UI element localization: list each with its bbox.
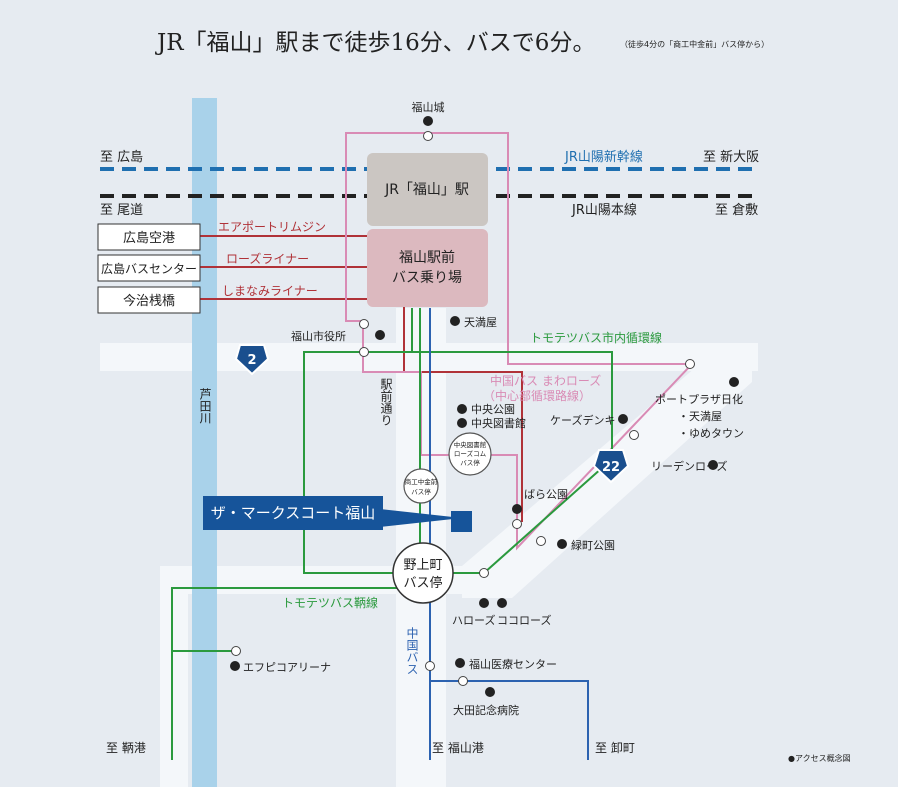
label-ashida-river: 芦田川 bbox=[198, 388, 212, 424]
route2-shield bbox=[234, 344, 270, 376]
label-route2: 2 bbox=[247, 353, 256, 368]
label-ota-hospital: 大田記念病院 bbox=[453, 703, 519, 717]
legend-concept: ●アクセス概念図 bbox=[788, 753, 851, 763]
label-cocorose: ココローズ bbox=[497, 613, 551, 627]
limousine-lines bbox=[200, 235, 523, 522]
library-bus-stop-badge bbox=[448, 432, 492, 476]
label-chugoku-bus: 中国バス bbox=[405, 626, 419, 675]
bus-terminal-line2: バス乗り場 bbox=[392, 270, 462, 286]
label-tomotetsu-loop: トモテツバス市内循環線 bbox=[530, 330, 662, 345]
line-rose-liner: ローズライナー bbox=[226, 251, 309, 266]
property-pointer bbox=[380, 509, 462, 527]
label-midorimachi-park: 緑町公園 bbox=[571, 538, 615, 552]
bus-terminal bbox=[367, 229, 488, 307]
label-rydenrose: リーデンローズ bbox=[651, 459, 727, 473]
label-medical-center: 福山医療センター bbox=[469, 657, 557, 671]
library-stop-text-1: 中央図書館 bbox=[454, 440, 487, 449]
chugoku-bus-branch bbox=[430, 680, 589, 760]
label-central-park: 中央公園 bbox=[471, 403, 515, 416]
label-harose: ハローズ bbox=[452, 613, 495, 627]
label-tomotetsu-tomo: トモテツバス鞆線 bbox=[282, 595, 378, 610]
property-name: ザ・マークスコート福山 bbox=[211, 504, 376, 522]
line-airport-limousine: エアポートリムジン bbox=[218, 220, 326, 234]
label-port-plaza-3: ・ゆめタウン bbox=[678, 427, 744, 440]
bottom-to-tomonoura: 至 鞆港 bbox=[106, 741, 146, 755]
shoko-stop-text-1: 商工中金前 bbox=[405, 477, 438, 486]
label-ekimae-dori: 駅前通り bbox=[379, 378, 393, 426]
landmark-dots bbox=[230, 116, 739, 697]
label-mawarose-1: 中国バス まわローズ bbox=[490, 373, 601, 388]
property-marker bbox=[451, 511, 472, 532]
bus-stop-circles bbox=[231, 131, 695, 686]
rail-sanyo-main-label: JR山陽本線 bbox=[571, 202, 637, 218]
dest-box-hiroshima-bus-center bbox=[97, 254, 201, 282]
dest-imabari: 今治桟橋 bbox=[123, 293, 175, 309]
label-fukuyama-castle: 福山城 bbox=[412, 100, 445, 114]
rail-to-shin-osaka: 至 新大阪 bbox=[703, 149, 759, 165]
station-name: JR「福山」駅 bbox=[384, 182, 469, 198]
library-stop-text-2: ローズコム bbox=[454, 449, 487, 458]
library-stop-text-3: バス停 bbox=[460, 458, 480, 467]
tomotetsu-tomo-line bbox=[171, 308, 421, 760]
label-bara-park: ばら公園 bbox=[524, 488, 568, 501]
line-shimanami-liner: しまなみライナー bbox=[222, 284, 318, 298]
label-tenmaya: 天満屋 bbox=[464, 316, 497, 329]
route22-shield bbox=[592, 449, 630, 484]
rail-shinkansen-label: JR山陽新幹線 bbox=[564, 149, 643, 165]
rail-to-kurashiki: 至 倉敷 bbox=[715, 203, 758, 218]
dest-box-imabari bbox=[97, 286, 201, 314]
road-tomo-vertical bbox=[160, 566, 188, 787]
page-title-note: （徒歩4分の「商工中金前」バス停から） bbox=[620, 39, 769, 49]
label-port-plaza-2: ・天満屋 bbox=[678, 410, 722, 423]
label-route22: 22 bbox=[602, 460, 620, 475]
road-route22 bbox=[462, 362, 752, 598]
rail-to-hiroshima: 至 広島 bbox=[100, 150, 143, 165]
dest-hiroshima-airport: 広島空港 bbox=[123, 231, 175, 246]
jr-fukuyama-station bbox=[367, 153, 488, 226]
bottom-to-oroshimachi: 至 卸町 bbox=[595, 740, 635, 755]
label-mawarose-2: （中心部循環路線） bbox=[483, 388, 591, 403]
nogami-stop-text-1: 野上町 bbox=[403, 558, 442, 573]
property-label-box bbox=[203, 496, 383, 530]
ashida-river bbox=[192, 98, 217, 787]
rail-to-onomichi: 至 尾道 bbox=[100, 203, 143, 218]
shoko-bus-stop-badge bbox=[403, 468, 439, 504]
label-port-plaza-1: ポートプラザ日化 bbox=[655, 392, 743, 406]
nogami-bus-stop-badge bbox=[392, 542, 454, 604]
page-title: JR「福山」駅まで徒歩16分、バスで6分。 bbox=[155, 30, 595, 56]
label-epicoa: エフピコアリーナ bbox=[243, 661, 331, 674]
label-city-hall: 福山市役所 bbox=[291, 329, 346, 343]
bus-terminal-line1: 福山駅前 bbox=[399, 249, 455, 266]
dest-box-hiroshima-airport bbox=[97, 223, 201, 251]
label-keys-denki: ケーズデンキ bbox=[550, 413, 615, 427]
dest-hiroshima-bus-center: 広島バスセンター bbox=[101, 261, 197, 276]
label-central-library: 中央図書館 bbox=[471, 416, 526, 430]
nogami-stop-text-2: バス停 bbox=[403, 575, 442, 591]
bottom-to-fukuyama-port: 至 福山港 bbox=[432, 740, 484, 755]
shoko-stop-text-2: バス停 bbox=[411, 487, 431, 496]
